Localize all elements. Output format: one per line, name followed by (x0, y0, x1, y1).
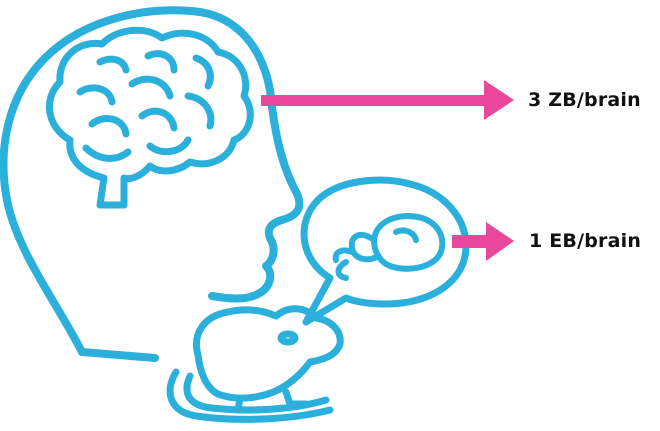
human-data-label: 3 ZB/brain (528, 89, 641, 111)
mouse-data-label: 1 EB/brain (529, 230, 642, 252)
mouse-icon (166, 305, 344, 423)
human-brain-icon (46, 26, 254, 209)
human-head-icon (0, 6, 304, 362)
mouse-brain-icon (332, 213, 446, 281)
thought-bubble-icon (300, 176, 470, 326)
human-arrow-icon (261, 80, 514, 120)
mouse-arrow-icon (452, 222, 514, 261)
